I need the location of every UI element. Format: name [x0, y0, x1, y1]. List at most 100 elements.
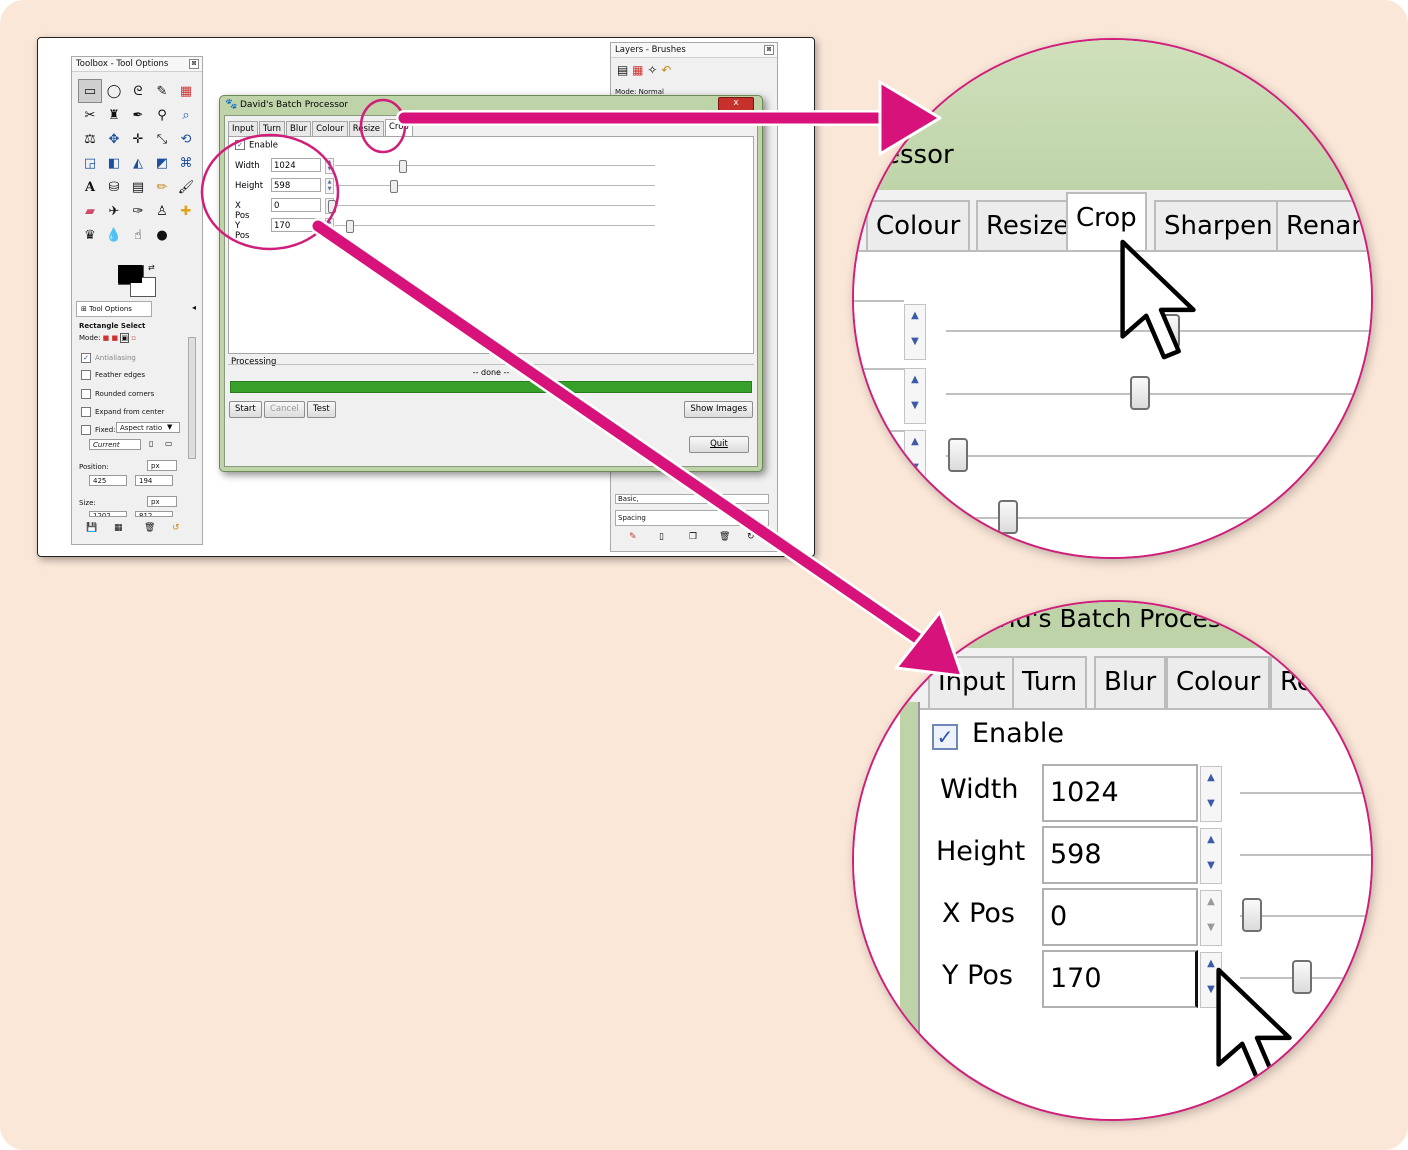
tab-input[interactable]: Input — [228, 121, 259, 136]
zoom-up-icon[interactable]: ▲ — [911, 310, 919, 321]
ypos-slider-thumb[interactable] — [346, 220, 354, 233]
restore-options-icon[interactable]: ▦ — [114, 523, 123, 533]
position-y-field[interactable]: 194 — [135, 475, 173, 486]
option-rounded[interactable]: Rounded corners — [81, 389, 154, 399]
brush-duplicate-icon[interactable]: ❐ — [689, 532, 698, 542]
tab-blur[interactable]: Blur — [286, 121, 312, 136]
start-button[interactable]: Start — [229, 401, 262, 418]
brush-delete-icon[interactable]: 🗑 — [719, 532, 731, 542]
perspective-icon[interactable]: ◭ — [133, 155, 143, 171]
mode-replace-icon[interactable]: ■ — [102, 334, 110, 342]
fixed-checkbox[interactable] — [81, 425, 91, 435]
zoom-width-slider[interactable] — [1240, 792, 1371, 794]
paths-tab-icon[interactable]: ✧ — [647, 63, 658, 77]
zoom-tab-colour[interactable]: Colour — [866, 200, 971, 252]
rounded-checkbox[interactable] — [81, 389, 91, 399]
zoom-down-icon[interactable]: ▼ — [911, 400, 919, 411]
zoom-tab-rename[interactable]: Renam — [1276, 200, 1371, 252]
xpos-input[interactable]: 0 — [271, 198, 321, 212]
reset-options-icon[interactable]: ↺ — [172, 523, 180, 533]
height-slider[interactable] — [335, 180, 655, 193]
cage-icon[interactable]: ⌘ — [179, 155, 193, 171]
feather-checkbox[interactable] — [81, 370, 91, 380]
show-images-button[interactable]: Show Images — [684, 401, 753, 418]
foreground-select-icon[interactable]: ♜ — [108, 107, 120, 123]
position-unit-select[interactable]: px — [147, 460, 177, 471]
zoom-ypos-input[interactable]: 170 — [1042, 950, 1198, 1008]
tab-resize[interactable]: Resize — [348, 121, 384, 136]
zoom-down-icon[interactable]: ▼ — [1207, 860, 1215, 871]
smudge-icon[interactable]: ☝ — [134, 227, 142, 243]
zoom-xpos-slider-thumb[interactable] — [1242, 898, 1262, 932]
cancel-button[interactable]: Cancel — [264, 401, 305, 418]
color-select-icon[interactable]: ▦ — [179, 83, 193, 99]
test-button[interactable]: Test — [307, 401, 336, 418]
free-select-icon[interactable]: ᘓ — [133, 83, 143, 99]
zoom-up-icon[interactable]: ▲ — [911, 436, 919, 447]
expand-checkbox[interactable] — [81, 407, 91, 417]
option-feather[interactable]: Feather edges — [81, 370, 145, 380]
mode-add-icon[interactable]: ■ — [111, 334, 119, 342]
zoom-tab-crop[interactable]: Crop — [1066, 192, 1147, 250]
crop-icon[interactable]: ◲ — [83, 155, 97, 171]
zoom-up-icon[interactable]: ▲ — [1207, 834, 1215, 845]
ink-icon[interactable]: ✑ — [132, 203, 144, 219]
delete-options-icon[interactable]: 🗑 — [144, 523, 156, 533]
zoom-width-spinner[interactable]: ▲▼ — [1200, 766, 1222, 822]
layers-detach-icon[interactable]: ⊠ — [764, 45, 774, 55]
zoom-height-slider[interactable] — [1240, 854, 1371, 856]
portrait-icon[interactable]: ▯ — [149, 439, 154, 448]
heal-icon[interactable]: ✚ — [180, 203, 192, 219]
option-expand[interactable]: Expand from center — [81, 407, 164, 417]
size-h-field[interactable]: 812 — [135, 511, 173, 517]
airbrush-icon[interactable]: ✈ — [108, 203, 120, 219]
clone-icon[interactable]: ♙ — [156, 203, 168, 219]
zoom-down-icon[interactable]: ▼ — [1207, 798, 1215, 809]
zoom2-tab-colour[interactable]: Colour — [1166, 656, 1271, 708]
eraser-icon[interactable]: ▰ — [85, 203, 95, 219]
fixed-dropdown-icon[interactable]: ▼ — [167, 423, 173, 431]
blur-icon[interactable]: 💧 — [105, 227, 123, 243]
fixed-select[interactable]: Aspect ratio — [116, 422, 180, 433]
width-slider[interactable] — [335, 160, 655, 173]
zoom2-tab-blur[interactable]: Blur — [1094, 656, 1167, 708]
scissors-icon[interactable]: ✂ — [84, 107, 96, 123]
zoom2-tab-resize[interactable]: Re — [1270, 656, 1323, 708]
bucket-fill-icon[interactable]: ⛁ — [108, 179, 120, 195]
zoom-up-icon[interactable]: ▲ — [911, 374, 919, 385]
zoom-tab-resize[interactable]: Resize — [976, 200, 1080, 252]
rotate-icon[interactable]: ⟲ — [180, 131, 192, 147]
zoom-slider-track-2[interactable] — [946, 393, 1371, 395]
move-icon[interactable]: ✥ — [108, 131, 120, 147]
zoom-width-input[interactable]: 1024 — [1042, 764, 1198, 822]
zoom-xpos-slider[interactable] — [1240, 915, 1371, 917]
rect-select-icon[interactable]: ▭ — [78, 79, 102, 103]
height-spinner[interactable]: ▲▼ — [325, 178, 334, 194]
pencil-icon[interactable]: ✏ — [156, 179, 168, 195]
zoom2-tab-input[interactable]: Input — [928, 656, 1016, 708]
zoom-down-icon[interactable]: ▼ — [1207, 984, 1215, 995]
ypos-slider[interactable] — [335, 220, 655, 233]
zoom-icon[interactable]: ⌕ — [182, 107, 190, 123]
size-unit-select[interactable]: px — [147, 496, 177, 507]
flip-icon[interactable]: ◩ — [155, 155, 169, 171]
zoom-height-spinner[interactable]: ▲▼ — [1200, 828, 1222, 884]
zoom2-tab-turn[interactable]: Turn — [1012, 656, 1088, 708]
brush-edit-icon[interactable]: ✎ — [629, 532, 637, 542]
landscape-icon[interactable]: ▭ — [165, 439, 173, 448]
zoom-spinner-1[interactable]: ▲▼ — [904, 304, 926, 360]
toolbox-scrollbar[interactable] — [188, 337, 196, 459]
zoom-down-icon[interactable]: ▼ — [1207, 922, 1215, 933]
align-icon[interactable]: ✛ — [132, 131, 144, 147]
scale-icon[interactable]: ⤡ — [156, 131, 168, 147]
option-antialiasing[interactable]: ✓Antialiasing — [81, 353, 136, 363]
width-input[interactable]: 1024 — [271, 158, 321, 172]
brush-refresh-icon[interactable]: ↻ — [747, 532, 755, 542]
panel-menu-icon[interactable]: ◂ — [191, 303, 196, 312]
undo-tab-icon[interactable]: ↶ — [661, 63, 672, 77]
brush-preset-select[interactable]: Basic, — [615, 494, 769, 504]
detach-icon[interactable]: ⊠ — [189, 59, 199, 69]
tab-turn[interactable]: Turn — [259, 121, 286, 136]
layers-tab-icon[interactable]: ▤ — [617, 63, 629, 77]
width-slider-thumb[interactable] — [399, 160, 407, 173]
